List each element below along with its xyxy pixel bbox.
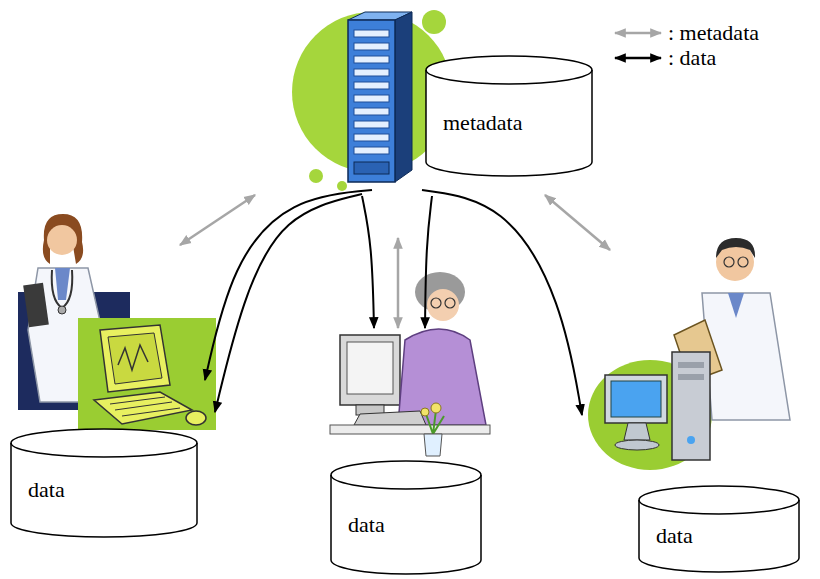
- cylinder-body: [426, 56, 592, 176]
- cylinder-rim: [331, 475, 481, 489]
- data-arrow: [425, 196, 432, 328]
- node-text: data: [28, 477, 198, 503]
- cylinder-rim: [639, 500, 799, 514]
- legend-arrow-sample: [612, 26, 664, 40]
- node-text: metadata: [443, 110, 593, 136]
- legend: : metadata: data: [612, 20, 759, 70]
- data-arrow: [215, 194, 362, 412]
- node-text: data: [656, 523, 800, 549]
- cylinder-body: [11, 429, 197, 537]
- user-at-desk: [330, 272, 490, 456]
- database-cylinder: data: [638, 485, 800, 573]
- cylinder-body: [639, 486, 799, 572]
- legend-arrow: [615, 31, 661, 34]
- metadata-arrow: [545, 195, 610, 250]
- node-text: data: [348, 512, 482, 538]
- cylinder-rim: [11, 443, 197, 457]
- database-cylinder: data: [330, 460, 482, 575]
- legend-text: : data: [668, 46, 716, 70]
- data-arrow: [362, 196, 374, 328]
- legend-entry: : data: [612, 45, 759, 70]
- cylinder-body: [331, 461, 481, 574]
- legend-entry: : metadata: [612, 20, 759, 45]
- doctor-with-computer: [588, 238, 790, 470]
- data-arrow: [422, 190, 582, 415]
- legend-text: : metadata: [668, 21, 759, 45]
- database-cylinder: data: [10, 428, 198, 538]
- doctor-with-computer: [18, 214, 216, 430]
- cylinder-rim: [426, 70, 592, 84]
- database-cylinder: metadata: [425, 55, 593, 177]
- metadata-arrow: [180, 195, 255, 245]
- legend-arrow-sample: [612, 51, 664, 65]
- metadata-arrow: [397, 238, 400, 328]
- legend-arrow: [615, 56, 661, 59]
